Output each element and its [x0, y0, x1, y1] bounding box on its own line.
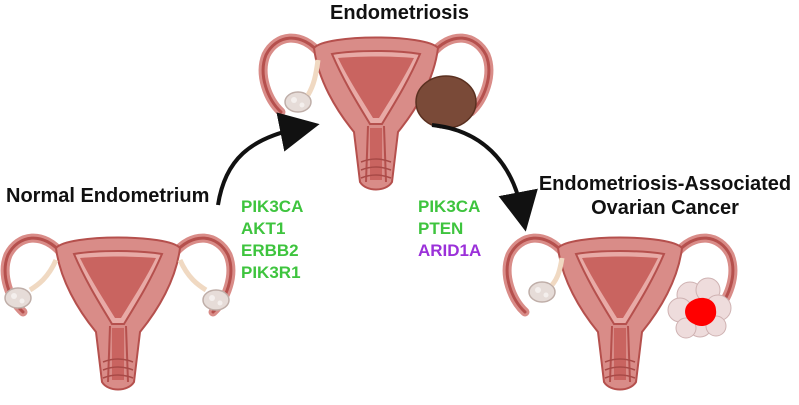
tumor-icon	[667, 277, 732, 339]
label-eaoc: Endometriosis-Associated Ovarian Cancer	[520, 172, 799, 220]
gene-list-endometriosis-to-cancer: PIK3CA PTEN ARID1A	[418, 196, 481, 262]
label-eaoc-line2: Ovarian Cancer	[591, 197, 739, 219]
endometrioma-icon	[415, 75, 477, 129]
gene-label: PIK3CA	[418, 197, 481, 216]
gene-label: ERBB2	[241, 241, 299, 260]
uterus-normal-icon	[5, 238, 231, 390]
uterus-endometriosis-icon	[263, 38, 489, 190]
gene-label: PIK3CA	[241, 197, 304, 216]
uterus-cancer-icon	[507, 238, 733, 390]
label-normal-endometrium: Normal Endometrium	[6, 185, 210, 207]
label-endometriosis: Endometriosis	[330, 2, 469, 24]
gene-label: PTEN	[418, 219, 464, 238]
gene-label: PIK3R1	[241, 263, 301, 282]
label-eaoc-line1: Endometriosis-Associated	[538, 173, 792, 195]
gene-label: ARID1A	[418, 241, 482, 260]
gene-label: AKT1	[241, 219, 286, 238]
arrow-endometriosis-to-cancer	[431, 123, 538, 232]
arrow-normal-to-endometriosis	[216, 112, 320, 206]
gene-list-normal-to-endometriosis: PIK3CA AKT1 ERBB2 PIK3R1	[241, 196, 303, 284]
